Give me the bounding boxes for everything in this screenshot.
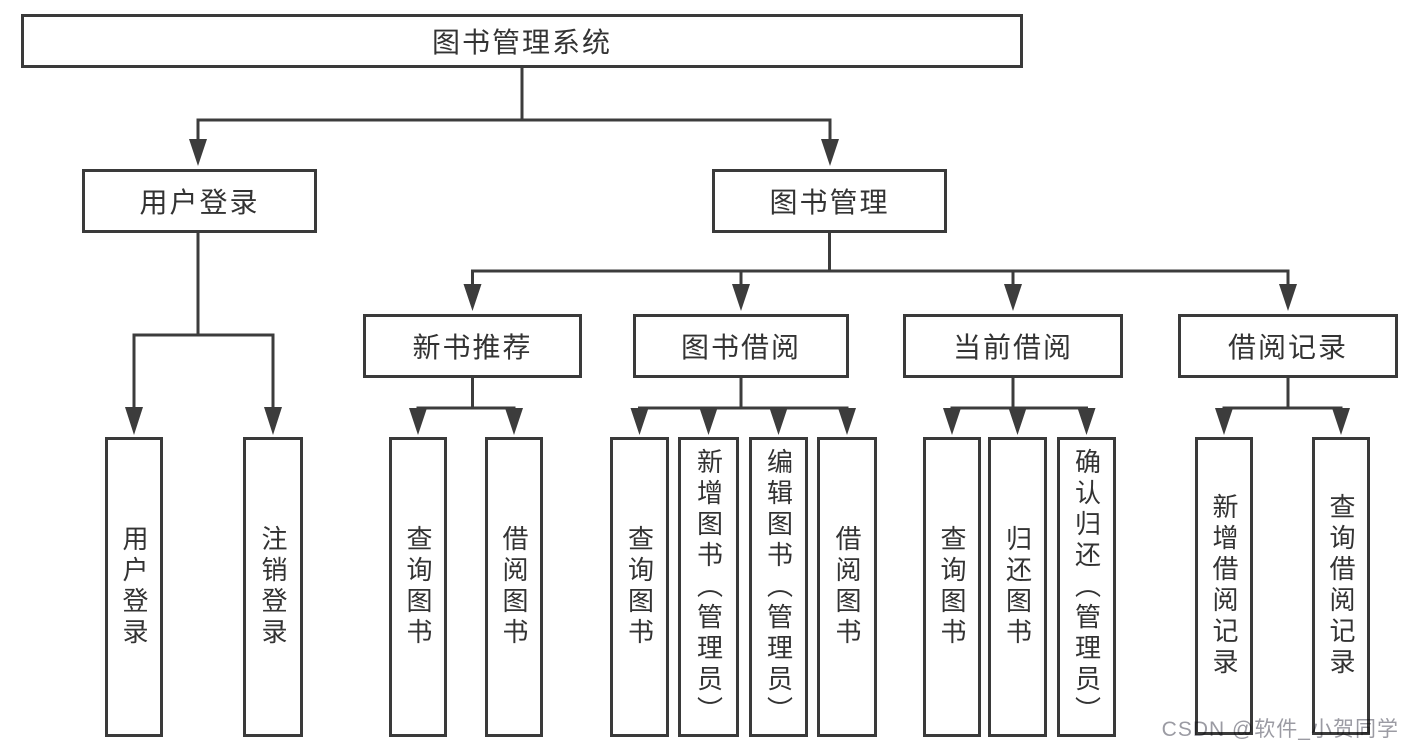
arrowhead: [125, 407, 143, 435]
node-label: 查询图书: [624, 525, 655, 649]
node-label: 用户登录: [139, 187, 260, 218]
arrowhead: [409, 408, 427, 435]
node-label: 确认归还（管理员）: [1071, 447, 1102, 727]
arrowhead: [1077, 408, 1096, 435]
node-query-books-current: 查询图书: [923, 437, 981, 737]
arrowhead: [189, 139, 207, 166]
arrowhead: [264, 407, 282, 435]
node-library-management-system: 图书管理系统: [21, 14, 1023, 68]
node-label: 借阅图书: [832, 525, 862, 649]
arrowhead: [943, 408, 961, 435]
arrowhead: [732, 284, 750, 311]
arrowhead: [821, 139, 839, 166]
arrowhead: [1279, 284, 1297, 311]
node-label: 借阅图书: [499, 525, 529, 649]
node-label: 借阅记录: [1227, 332, 1348, 363]
watermark: CSDN @软件_小贺同学: [1161, 718, 1399, 741]
connector-user-login-children: [132, 233, 275, 408]
connector-book-borrow-children: [638, 378, 849, 410]
node-book-borrow: 图书借阅: [633, 314, 849, 378]
node-label: 归还图书: [1002, 525, 1033, 649]
node-label: 图书管理: [769, 187, 890, 218]
node-edit-book-admin: 编辑图书（管理员）: [749, 437, 808, 737]
connector-current-borrow-children: [950, 378, 1088, 410]
arrowhead: [1332, 408, 1350, 435]
node-label: 图书借阅: [680, 332, 801, 363]
connector-borrow-records-children: [1222, 378, 1343, 410]
node-query-books-recommend: 查询图书: [389, 437, 447, 737]
arrowhead: [1004, 284, 1022, 311]
node-label: 当前借阅: [952, 332, 1073, 363]
node-label: 编辑图书（管理员）: [763, 447, 794, 727]
arrowhead: [699, 408, 718, 435]
node-label: 查询图书: [937, 525, 967, 649]
node-label: 图书管理系统: [431, 27, 612, 58]
arrowhead: [838, 408, 856, 435]
node-query-books-borrow: 查询图书: [610, 437, 669, 737]
node-confirm-return-admin: 确认归还（管理员）: [1057, 437, 1116, 737]
connector-root-to-level1: [196, 68, 832, 142]
node-label: 查询借阅记录: [1326, 493, 1356, 679]
node-query-borrow-record: 查询借阅记录: [1312, 437, 1370, 735]
node-return-books: 归还图书: [988, 437, 1047, 737]
connector-book-management-children: [471, 233, 1290, 288]
node-new-book-recommend: 新书推荐: [363, 314, 582, 378]
arrowhead: [769, 408, 788, 435]
node-label: 查询图书: [403, 525, 433, 649]
node-add-borrow-record: 新增借阅记录: [1195, 437, 1253, 735]
node-user-login-leaf: 用户登录: [105, 437, 163, 737]
node-label: 用户登录: [119, 525, 149, 649]
node-current-borrow: 当前借阅: [903, 314, 1123, 378]
node-book-management: 图书管理: [712, 169, 947, 233]
node-label: 新增借阅记录: [1209, 493, 1239, 679]
node-borrow-books-recommend: 借阅图书: [485, 437, 543, 737]
node-add-book-admin: 新增图书（管理员）: [678, 437, 739, 737]
arrowhead: [630, 408, 649, 435]
node-label: 注销登录: [258, 525, 288, 649]
node-borrow-records: 借阅记录: [1178, 314, 1398, 378]
node-borrow-books-leaf: 借阅图书: [817, 437, 877, 737]
node-label: 新书推荐: [412, 332, 533, 363]
node-label: 新增图书（管理员）: [693, 447, 724, 727]
arrowhead: [505, 408, 523, 435]
arrowhead: [1215, 408, 1233, 435]
arrowhead: [463, 284, 482, 311]
connector-new-book-children: [416, 378, 516, 410]
node-user-login: 用户登录: [82, 169, 317, 233]
node-logout: 注销登录: [243, 437, 303, 737]
arrowhead: [1008, 408, 1027, 435]
